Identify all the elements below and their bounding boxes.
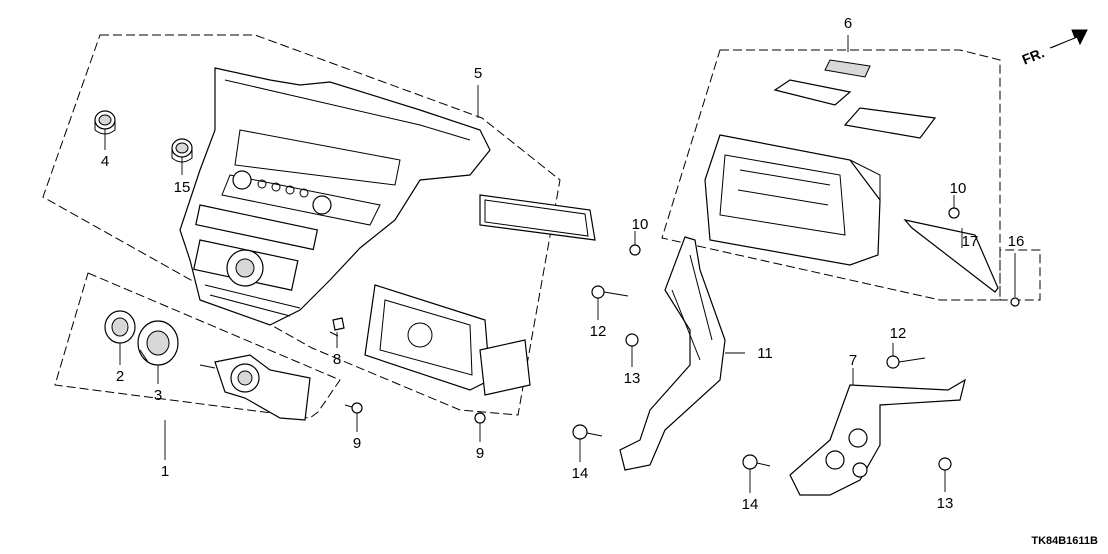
group-1-boundary (54, 272, 341, 419)
callout-2: 2 (116, 368, 124, 385)
callout-4: 4 (101, 153, 109, 170)
callout-9a: 9 (353, 435, 361, 452)
screw-part-10a (629, 244, 641, 256)
screw-part-10b (948, 207, 960, 219)
callout-8: 8 (333, 351, 341, 368)
center-panel-part-5 (179, 67, 491, 326)
callout-5: 5 (474, 65, 482, 82)
callout-3: 3 (154, 387, 162, 404)
center-bracket-assembly (364, 284, 531, 396)
screw-part-16 (1010, 297, 1020, 307)
callout-14b: 14 (742, 496, 759, 513)
callout-13a: 13 (624, 370, 641, 387)
bracket-part-11 (619, 236, 726, 471)
callout-16: 16 (1008, 233, 1025, 250)
callout-14a: 14 (572, 465, 589, 482)
ring-part-2 (104, 310, 136, 344)
plate-part-17 (903, 219, 999, 293)
bolt-part-12b (886, 355, 926, 369)
screw-part-9b (474, 412, 486, 424)
display-unit (479, 194, 596, 241)
callout-11: 11 (757, 345, 773, 362)
group-5-boundary (42, 34, 561, 416)
front-direction-label: FR. (1020, 44, 1047, 67)
knob-part-3 (137, 320, 179, 366)
leader-lines (104, 35, 1016, 493)
switch-unit (199, 354, 311, 421)
bolt-part-14b (742, 454, 771, 470)
callout-9b: 9 (476, 445, 484, 462)
callout-10b: 10 (950, 180, 967, 197)
audio-unit-part-6 (704, 59, 937, 266)
callout-10a: 10 (632, 216, 649, 233)
callout-17: 17 (962, 233, 979, 250)
callout-7: 7 (849, 352, 857, 369)
callout-6: 6 (844, 15, 852, 32)
callout-12b: 12 (890, 325, 907, 342)
bolt-part-12a (591, 285, 629, 299)
bracket-part-7 (789, 378, 966, 496)
callout-15: 15 (174, 179, 191, 196)
callout-12a: 12 (590, 323, 607, 340)
front-direction-marker: FR. (1020, 29, 1088, 68)
front-arrow-icon (1049, 29, 1088, 49)
callout-1: 1 (161, 463, 169, 480)
nut-part-13a (625, 333, 639, 347)
nut-part-13b (938, 457, 952, 471)
bolt-part-14a (572, 424, 603, 440)
screw-part-9a (344, 402, 363, 414)
group-6-boundary (661, 49, 1041, 301)
callout-13b: 13 (937, 495, 954, 512)
diagram-code: TK84B1611B (1031, 535, 1098, 547)
